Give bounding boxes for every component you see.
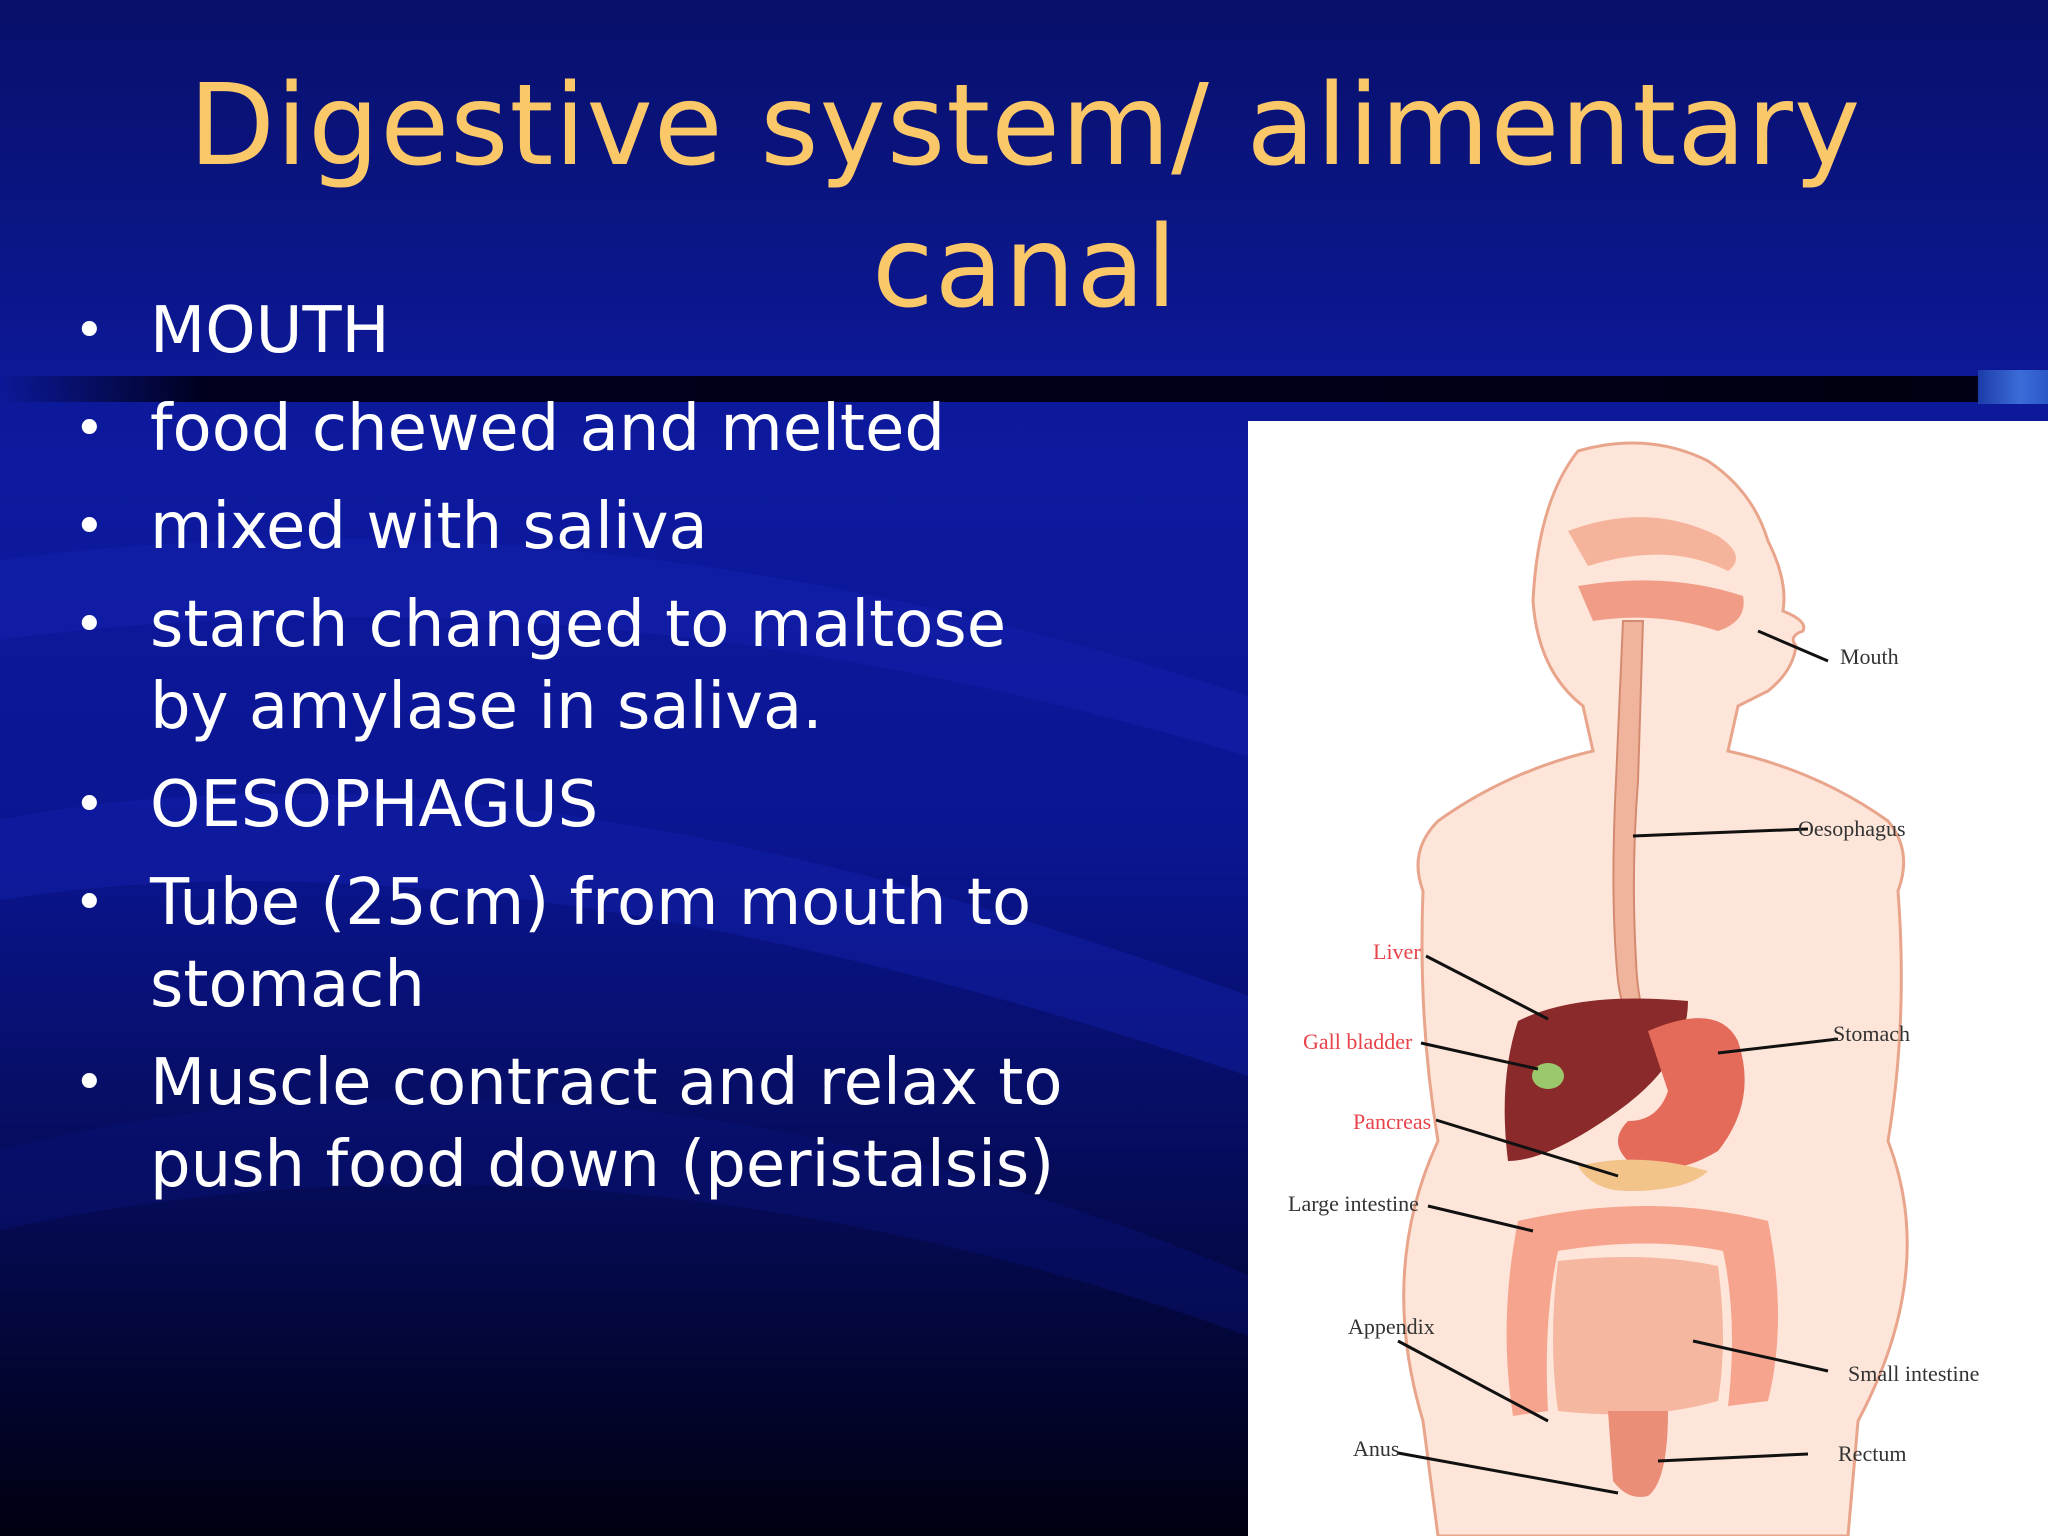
bullet-list: • MOUTH • food chewed and melted • mixed wi… [70, 290, 1070, 1222]
stomach [1618, 1018, 1745, 1169]
leader-lines [1397, 629, 1839, 1495]
nasal-cavity [1568, 517, 1736, 571]
label-mouth: Mouth [1840, 644, 1899, 669]
rectum [1608, 1411, 1668, 1497]
bullet-text: Tube (25cm) from mouth to stomach [150, 866, 1032, 1022]
bullet-item: • Muscle contract and relax to push food … [70, 1042, 1070, 1206]
bullet-text: food chewed and melted [150, 392, 945, 466]
digestive-system-diagram: Mouth Oesophagus Liver Gall bladder Stom… [1248, 421, 2048, 1536]
bullet-text: mixed with saliva [150, 490, 708, 564]
label-rectum: Rectum [1838, 1441, 1906, 1466]
bullet-dot: • [74, 301, 105, 361]
liver [1504, 998, 1688, 1161]
pancreas [1578, 1159, 1708, 1191]
bullet-text: MOUTH [150, 294, 390, 368]
label-small-intestine: Small intestine [1848, 1361, 1979, 1386]
label-stomach: Stomach [1833, 1021, 1910, 1046]
mouth-cavity [1578, 580, 1744, 631]
bullet-dot: • [74, 873, 105, 933]
bullet-dot: • [74, 595, 105, 655]
bullet-item: • MOUTH [70, 290, 1070, 372]
title-divider [0, 376, 2048, 402]
bullet-item: • mixed with saliva [70, 486, 1070, 568]
bullet-dot: • [74, 775, 105, 835]
label-large-intestine: Large intestine [1288, 1191, 1419, 1216]
bullet-text: Muscle contract and relax to push food d… [150, 1046, 1063, 1202]
label-liver: Liver [1373, 939, 1421, 964]
bullet-item: • food chewed and melted [70, 388, 1070, 470]
bullet-dot: • [74, 497, 105, 557]
diagram-illustration: Mouth Oesophagus Liver Gall bladder Stom… [1288, 441, 1979, 1536]
large-intestine [1506, 1206, 1778, 1416]
bullet-item: • Tube (25cm) from mouth to stomach [70, 862, 1070, 1026]
bullet-item: • OESOPHAGUS [70, 764, 1070, 846]
bullet-text: starch changed to maltose by amylase in … [150, 588, 1007, 744]
label-gall-bladder: Gall bladder [1303, 1029, 1413, 1054]
gall-bladder [1532, 1063, 1564, 1089]
label-anus: Anus [1353, 1436, 1399, 1461]
bullet-dot: • [74, 1053, 105, 1113]
label-pancreas: Pancreas [1353, 1109, 1431, 1134]
slide-title: Digestive system/ alimentary canal [188, 61, 1862, 333]
bullet-dot: • [74, 399, 105, 459]
bullet-item: • starch changed to maltose by amylase in… [70, 584, 1070, 748]
label-oesophagus: Oesophagus [1798, 816, 1906, 841]
label-appendix: Appendix [1348, 1314, 1435, 1339]
small-intestine [1553, 1257, 1723, 1415]
bullet-text: OESOPHAGUS [150, 768, 599, 842]
divider-accent [1978, 370, 2048, 404]
